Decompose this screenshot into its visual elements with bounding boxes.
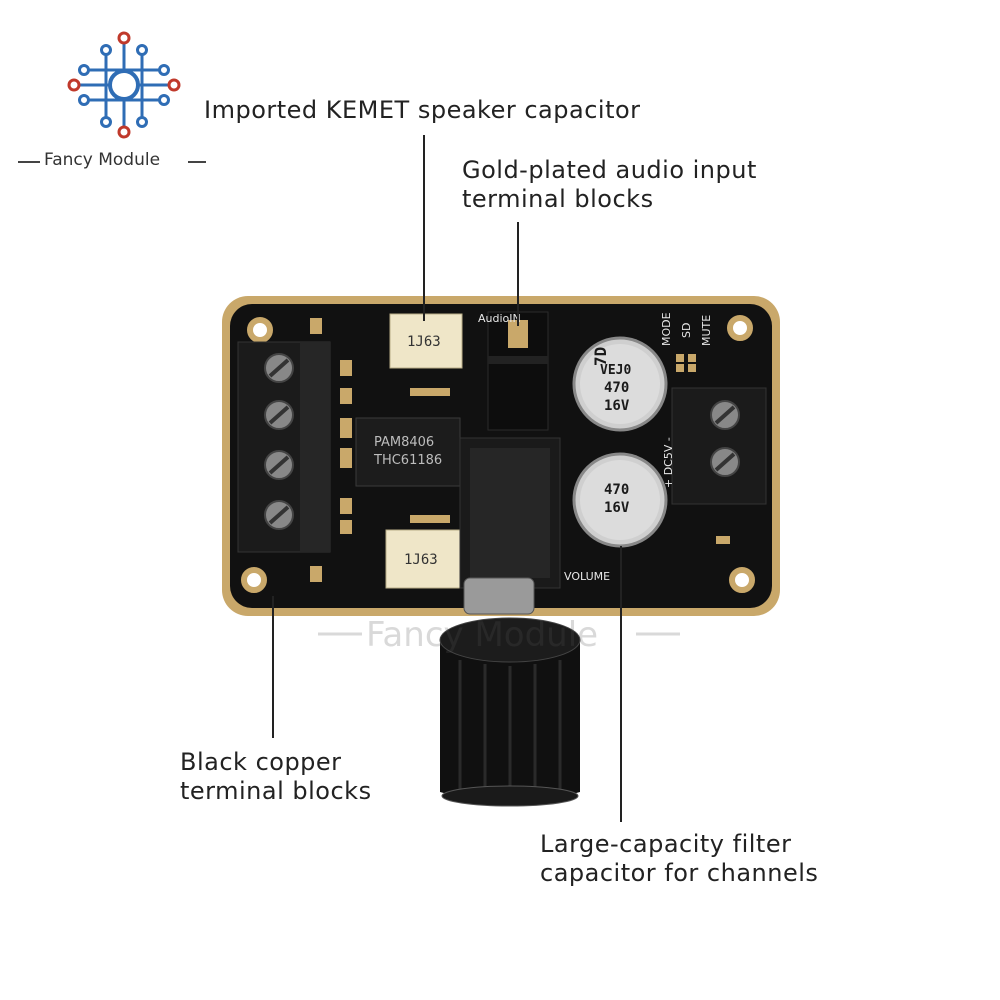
- chip-label-line1: PAM8406: [374, 435, 434, 450]
- silk-sd: SD: [680, 323, 693, 338]
- mounting-holes: [241, 315, 755, 593]
- smd-components: [310, 318, 730, 582]
- cap-c1-mark-2: VEJ0: [600, 363, 631, 378]
- cap-c2-mark-3: 470: [604, 482, 629, 498]
- cap-c1-mark-3: 470: [604, 380, 629, 396]
- kemet-capacitor-bottom: [385, 529, 461, 589]
- leader-line-kemet: [423, 135, 425, 321]
- cap-c2-mark-4: 16V: [604, 500, 630, 516]
- amplifier-chip: [355, 417, 461, 487]
- callout-black-copper-line2: terminal blocks: [180, 777, 372, 805]
- callout-audio-input-line1: Gold-plated audio input: [462, 156, 757, 184]
- brand-logo: [62, 30, 187, 140]
- silk-audio-in: AudioIN: [478, 312, 521, 325]
- callout-filter-cap-line1: Large-capacity filter: [540, 830, 792, 858]
- chip-label-line2: THC61186: [373, 453, 442, 468]
- filter-capacitor-c2: [572, 452, 668, 548]
- leader-line-filter-cap: [620, 546, 622, 822]
- cap-c1-mark-4: 16V: [604, 398, 630, 414]
- capacitor-c1-markings: 7D: [591, 347, 610, 366]
- callout-filter-cap-line2: capacitor for channels: [540, 859, 819, 887]
- circuit-logo-icon: [67, 31, 181, 139]
- audio-input-jack: [487, 311, 549, 431]
- leader-line-black-copper: [272, 596, 274, 738]
- leader-line-audio-input: [517, 222, 519, 326]
- volume-knob: [439, 577, 581, 807]
- callout-audio-input-line2: terminal blocks: [462, 185, 654, 213]
- brand-divider-right: [188, 161, 206, 163]
- kemet-label-top: 1J63: [407, 334, 441, 350]
- silk-mode: MODE: [660, 312, 673, 346]
- callout-black-copper-line1: Black copper: [180, 748, 342, 776]
- brand-divider-left: [18, 161, 40, 163]
- filter-capacitor-c1: [572, 336, 668, 432]
- silk-mute: MUTE: [700, 315, 713, 346]
- cap-c1-mark-1: 7D: [591, 347, 610, 366]
- silk-volume: VOLUME: [564, 570, 610, 583]
- black-copper-terminal-block: [237, 341, 331, 553]
- brand-name: Fancy Module: [44, 150, 161, 170]
- kemet-capacitor-top: [389, 313, 463, 369]
- watermark-text: Fancy Module: [366, 615, 598, 655]
- callout-kemet-capacitor: Imported KEMET speaker capacitor: [204, 96, 641, 124]
- watermark: Fancy Module: [318, 615, 680, 655]
- silk-dc5v: + DC5V -: [662, 437, 675, 488]
- kemet-label-bottom: 1J63: [404, 552, 438, 568]
- volume-potentiometer: [459, 437, 561, 589]
- dc-terminal-block: [671, 387, 767, 505]
